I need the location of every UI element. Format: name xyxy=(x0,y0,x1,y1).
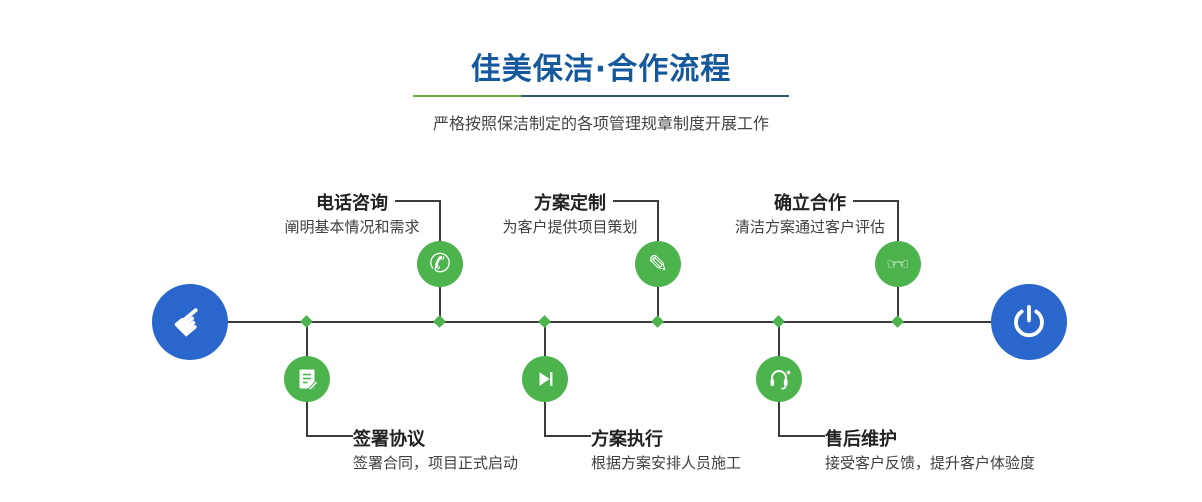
play-icon xyxy=(539,372,553,386)
connector-hline xyxy=(545,435,591,437)
headset-icon xyxy=(770,370,791,390)
step-desc: 签署合同，项目正式启动 xyxy=(353,454,519,472)
end-node xyxy=(991,284,1067,360)
step-title: 方案定制 xyxy=(534,193,606,214)
step-desc: 为客户提供项目策划 xyxy=(502,218,638,236)
aftersales-node xyxy=(756,356,802,402)
node-diamond xyxy=(433,315,446,328)
contract-icon xyxy=(299,369,319,391)
phone-node: ✆ xyxy=(417,241,463,287)
pointer-hand-icon: ☛ xyxy=(162,294,218,350)
step-desc: 清洁方案通过客户评估 xyxy=(734,218,885,236)
step-title: 售后维护 xyxy=(825,429,897,450)
node-diamond xyxy=(300,315,313,328)
phone-icon: ✆ xyxy=(429,249,451,279)
connector-hline xyxy=(395,200,440,202)
connector-hline xyxy=(853,200,898,202)
pencil-icon: ✎ xyxy=(647,250,669,278)
step-title: 电话咨询 xyxy=(316,193,388,214)
step-desc: 接受客户反馈，提升客户体验度 xyxy=(825,454,1036,472)
handshake-icon: ☞☜ xyxy=(886,254,910,273)
divider-blue-segment xyxy=(521,95,789,97)
title-divider xyxy=(413,95,789,97)
node-diamond xyxy=(651,315,664,328)
execute-node xyxy=(522,356,568,402)
start-node: ☛ xyxy=(152,284,228,360)
divider-green-segment xyxy=(413,95,521,97)
cooperation-node: ☞☜ xyxy=(875,241,921,287)
connector-hline xyxy=(613,200,658,202)
sign-node xyxy=(284,356,330,402)
step-title: 确立合作 xyxy=(774,193,846,214)
plan-node: ✎ xyxy=(635,241,681,287)
step-desc: 阐明基本情况和需求 xyxy=(284,218,420,236)
connector-hline xyxy=(307,435,353,437)
step-title: 方案执行 xyxy=(591,429,663,450)
step-title: 签署协议 xyxy=(353,429,425,450)
page-subtitle: 严格按照保洁制定的各项管理规章制度开展工作 xyxy=(432,114,769,133)
step-desc: 根据方案安排人员施工 xyxy=(591,454,742,472)
node-diamond xyxy=(538,315,551,328)
node-diamond xyxy=(891,315,904,328)
power-icon xyxy=(1014,305,1044,338)
page-title: 佳美保洁·合作流程 xyxy=(470,52,732,87)
timeline-line xyxy=(189,321,1030,323)
connector-hline xyxy=(779,435,825,437)
node-diamond xyxy=(772,315,785,328)
